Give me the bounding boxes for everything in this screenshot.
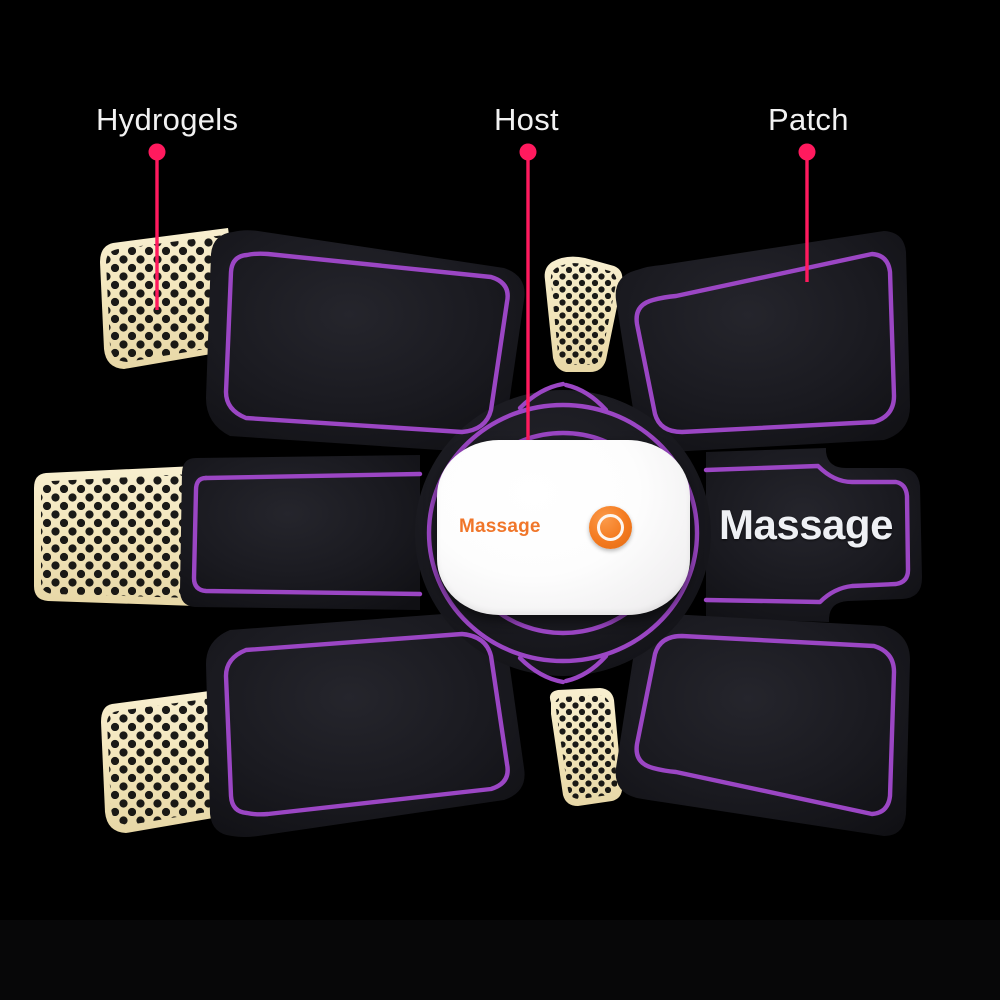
patch-wing-bottom-left <box>206 612 525 837</box>
callout-label-host: Host <box>494 102 559 137</box>
hydrogel-pad-top-center <box>544 256 623 372</box>
patch-wing-top-left <box>206 230 525 452</box>
callout-dot-host <box>519 143 537 161</box>
host-controller-unit[interactable]: Massage <box>437 440 690 615</box>
power-button-ring <box>597 514 624 541</box>
hydrogel-pad-bottom-center <box>549 688 623 806</box>
callout-label-hydrogels: Hydrogels <box>96 102 239 137</box>
background-lower-band <box>0 920 1000 1000</box>
patch-wing-bottom-right <box>615 614 910 836</box>
hydrogel-pad-middle-left <box>34 466 196 606</box>
callout-dot-patch <box>798 143 816 161</box>
patch-purple-outlines <box>191 251 911 817</box>
callout-label-patch: Patch <box>768 102 849 137</box>
callout-leader-lines <box>148 143 816 502</box>
host-brand-label: Massage <box>459 516 541 537</box>
power-button-icon[interactable] <box>589 506 632 549</box>
callout-dot-hydrogels <box>148 143 166 161</box>
patch-wing-top-right <box>615 231 910 452</box>
patch-wordmark: Massage <box>719 501 893 548</box>
patch-center-band <box>180 448 922 622</box>
